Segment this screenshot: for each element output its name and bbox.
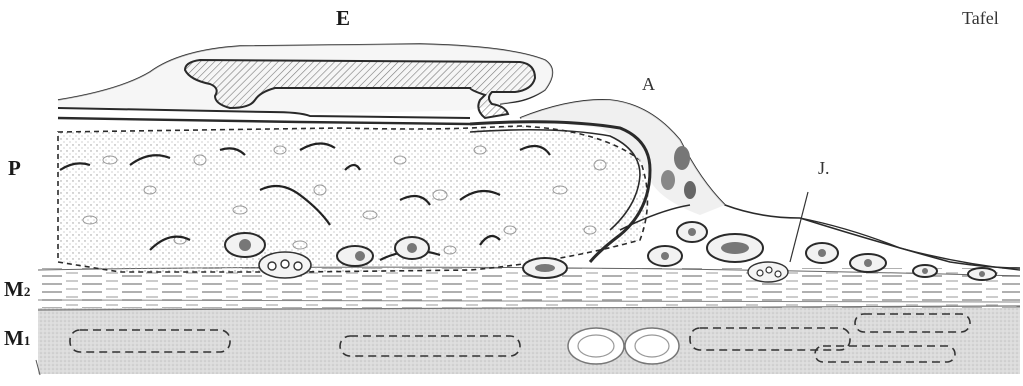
label-j: J. <box>818 158 830 179</box>
label-tafel: Tafel <box>962 8 999 29</box>
label-m1-subscript: 1 <box>24 333 31 348</box>
label-m2: M2 <box>4 277 30 302</box>
label-e: E <box>336 6 350 31</box>
cell-cluster <box>259 252 311 278</box>
label-a: A <box>642 74 655 95</box>
label-m1-letter: M <box>4 326 24 350</box>
label-p: P <box>8 156 21 181</box>
label-m2-subscript: 2 <box>24 284 31 299</box>
label-m1: M1 <box>4 326 30 351</box>
cell-cluster-j <box>748 262 788 282</box>
structure-e <box>58 44 553 124</box>
muscle-layer-m1 <box>38 306 1020 374</box>
label-m2-letter: M <box>4 277 24 301</box>
